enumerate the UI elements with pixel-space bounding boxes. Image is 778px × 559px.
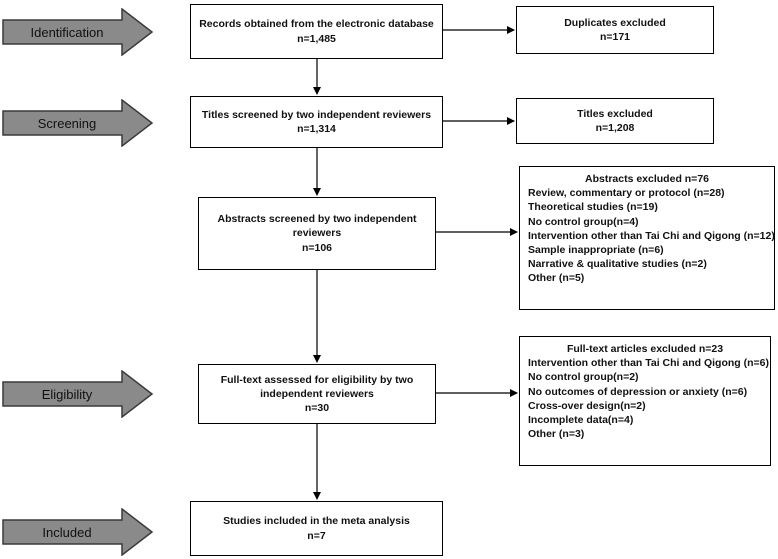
box-abstracts-screened-text: Abstracts screened by two independent re… — [217, 213, 417, 240]
fulltext-excluded-list: Intervention other than Tai Chi and Qigo… — [528, 356, 770, 441]
list-item: Narrative & qualitative studies (n=2) — [528, 258, 707, 271]
box-duplicates-excluded-count: n=171 — [599, 31, 631, 43]
list-item: Intervention other than Tai Chi and Qigo… — [528, 229, 775, 242]
box-titles-excluded-text: Titles excluded — [577, 107, 653, 120]
stage-arrow-screening: Screening — [2, 99, 154, 147]
stage-arrow-identification: Identification — [2, 8, 154, 56]
box-abstracts-excluded: Abstracts excluded n=76 Review, commenta… — [519, 166, 775, 310]
box-fulltext-assessed-count: n=30 — [304, 402, 330, 415]
abstracts-excluded-list: Review, commentary or protocol (n=28) Th… — [528, 186, 775, 285]
stage-label-eligibility: Eligibility — [41, 386, 93, 402]
box-studies-included: Studies included in the meta analysis n=… — [190, 501, 443, 556]
abstracts-excluded-title: Abstracts excluded n=76 — [584, 173, 709, 185]
box-duplicates-excluded: Duplicates excluded n=171 — [516, 6, 714, 54]
box-titles-excluded: Titles excluded n=1,208 — [516, 98, 714, 144]
box-studies-included-count: n=7 — [307, 529, 326, 542]
list-item: Theoretical studies (n=19) — [528, 201, 658, 214]
arrow-right-icon — [2, 99, 154, 147]
box-studies-included-text: Studies included in the meta analysis — [223, 515, 410, 528]
list-item: Incomplete data(n=4) — [528, 413, 634, 426]
stage-arrow-included: Included — [2, 508, 154, 556]
list-item: Intervention other than Tai Chi and Qigo… — [528, 357, 770, 370]
box-titles-excluded-count: n=1,208 — [595, 122, 635, 134]
list-item: Sample inappropriate (n=6) — [528, 243, 664, 256]
box-fulltext-assessed: Full-text assessed for eligibility by tw… — [198, 364, 436, 424]
box-titles-screened-text: Titles screened by two independent revie… — [201, 108, 432, 121]
stage-label-included: Included — [42, 524, 92, 540]
arrow-right-icon — [2, 508, 154, 556]
box-records-obtained: Records obtained from the electronic dat… — [190, 4, 443, 59]
list-item: No control group(n=4) — [528, 215, 639, 228]
box-duplicates-excluded-text: Duplicates excluded — [564, 16, 666, 29]
list-item: No outcomes of depression or anxiety (n=… — [528, 385, 748, 398]
arrow-right-icon — [2, 370, 154, 418]
box-records-obtained-count: n=1,485 — [297, 32, 336, 45]
box-titles-screened-count: n=1,314 — [297, 123, 336, 135]
box-abstracts-screened-count: n=106 — [301, 241, 333, 254]
list-item: Review, commentary or protocol (n=28) — [528, 187, 725, 200]
list-item: No control group(n=2) — [528, 371, 639, 384]
arrow-right-icon — [2, 8, 154, 56]
stage-label-identification: Identification — [30, 24, 104, 40]
list-item: Other (n=5) — [528, 272, 585, 285]
box-fulltext-excluded: Full-text articles excluded n=23 Interve… — [519, 336, 771, 466]
stage-arrow-eligibility: Eligibility — [2, 370, 154, 418]
box-records-obtained-text: Records obtained from the electronic dat… — [199, 18, 434, 31]
fulltext-excluded-title: Full-text articles excluded n=23 — [566, 343, 724, 355]
stage-label-screening: Screening — [37, 115, 97, 131]
list-item: Other (n=3) — [528, 428, 585, 441]
box-titles-screened: Titles screened by two independent revie… — [190, 96, 443, 148]
box-fulltext-assessed-text: Full-text assessed for eligibility by tw… — [220, 373, 414, 400]
list-item: Cross-over design(n=2) — [528, 399, 646, 412]
box-abstracts-screened: Abstracts screened by two independent re… — [198, 197, 436, 270]
